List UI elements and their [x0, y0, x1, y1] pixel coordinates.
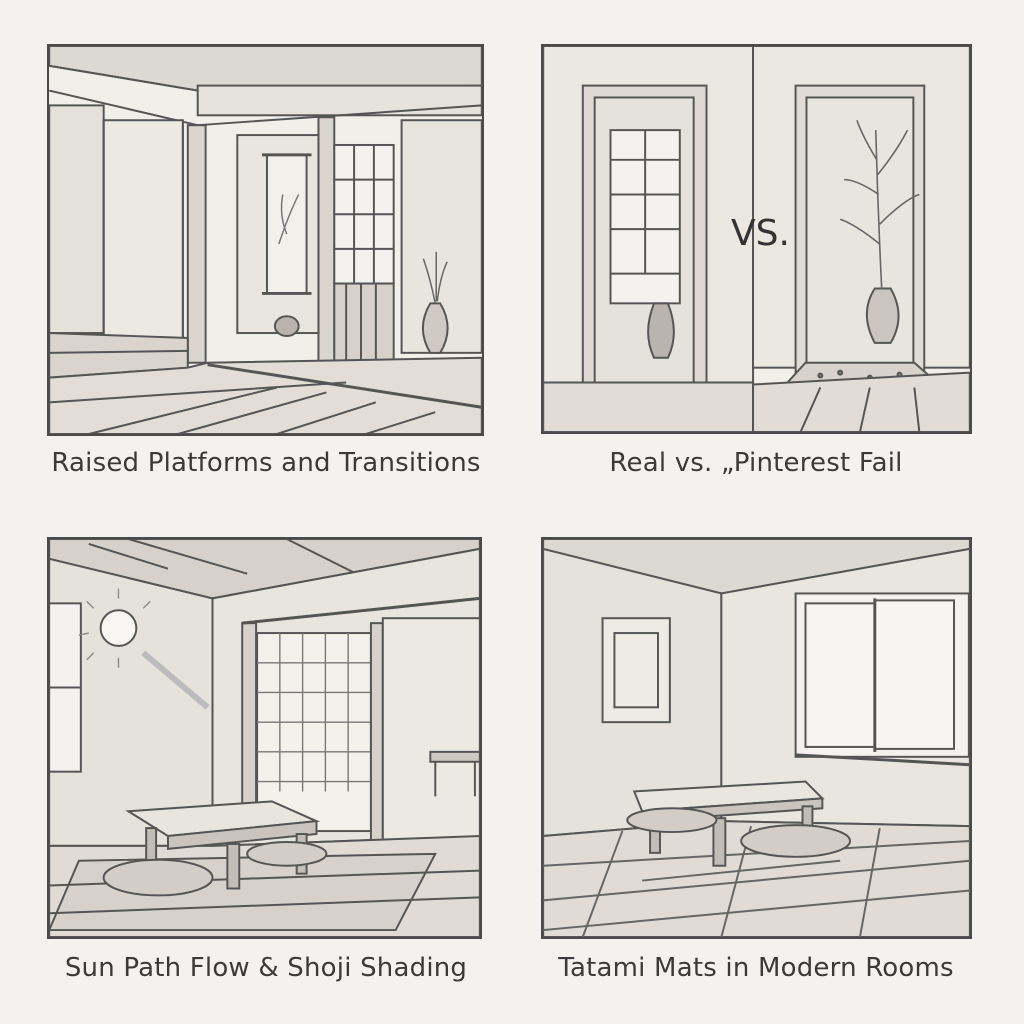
real-vs-pinterest-sketch	[543, 46, 970, 432]
caption-sun-path: Sun Path Flow & Shoji Shading	[64, 953, 468, 983]
raised-platforms-sketch	[49, 46, 482, 434]
panel-sun-path	[47, 537, 482, 939]
caption-raised-platforms: Raised Platforms and Transitions	[51, 448, 481, 478]
panel-tatami-mats	[541, 537, 972, 939]
vs-label: VS.	[731, 213, 790, 254]
sun-path-sketch	[49, 539, 480, 937]
caption-tatami-mats: Tatami Mats in Modern Rooms	[558, 953, 954, 983]
panel-real-vs-pinterest	[541, 44, 972, 434]
panel-raised-platforms	[47, 44, 484, 436]
tatami-mats-sketch	[543, 539, 970, 937]
caption-real-vs-pinterest: Real vs. „Pinterest Fail	[609, 448, 903, 478]
